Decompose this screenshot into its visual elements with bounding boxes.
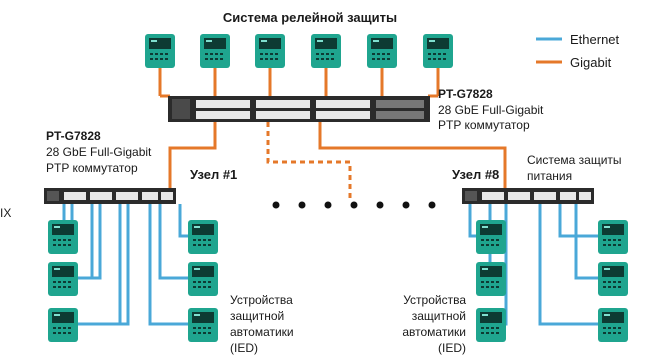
ied-node8-4 (598, 220, 628, 254)
ied-top-1 (145, 34, 175, 68)
svg-text:Устройства: Устройства (230, 293, 293, 307)
svg-text:PTP коммутатор: PTP коммутатор (46, 161, 138, 175)
ied-node1-6 (188, 308, 218, 342)
node8-label: Узел #8 (452, 167, 499, 182)
ied-node8-1 (476, 220, 506, 254)
node1-ieds (48, 220, 218, 342)
legend: Ethernet Gigabit (536, 32, 620, 70)
svg-text:защитной: защитной (412, 309, 466, 323)
node1-label: Узел #1 (190, 167, 237, 182)
svg-text:защитной: защитной (230, 309, 284, 323)
left-switch-label: PT-G7828 28 GbE Full-Gigabit PTP коммута… (46, 129, 152, 175)
svg-text:автоматики: автоматики (402, 325, 466, 339)
svg-text:(IED): (IED) (438, 341, 466, 355)
svg-text:Система защиты: Система защиты (527, 153, 622, 167)
svg-text:питания: питания (527, 169, 572, 183)
gigabit-uplinks (158, 68, 507, 198)
gigabit-legend-label: Gigabit (570, 55, 612, 70)
ied-top-2 (200, 34, 230, 68)
svg-text:28 GbE Full-Gigabit: 28 GbE Full-Gigabit (438, 103, 544, 117)
right-ied-label: Устройства защитной автоматики (IED) (402, 293, 466, 355)
ied-top-6 (423, 34, 453, 68)
ied-node8-5 (598, 262, 628, 296)
svg-text:PT-G7828: PT-G7828 (438, 87, 493, 101)
ied-node1-3 (48, 308, 78, 342)
ied-node8-3 (476, 308, 506, 342)
top-switch-label: PT-G7828 28 GbE Full-Gigabit PTP коммута… (438, 87, 544, 132)
svg-text:(IED): (IED) (230, 341, 258, 355)
svg-text:PT-G7828: PT-G7828 (46, 129, 101, 143)
ied-node1-5 (188, 262, 218, 296)
ethernet-legend-label: Ethernet (570, 32, 620, 47)
node8-switch (462, 188, 594, 204)
ethernet-links (62, 204, 600, 326)
ied-top-3 (255, 34, 285, 68)
ied-top-4 (311, 34, 341, 68)
relay-devices-top (145, 34, 453, 68)
ied-node1-2 (48, 262, 78, 296)
top-switch (168, 96, 430, 122)
svg-text:Система релейной защиты: Система релейной защиты (223, 10, 397, 25)
power-system-label: Система защиты питания (527, 153, 622, 183)
svg-text:автоматики: автоматики (230, 325, 294, 339)
ied-node1-4 (188, 220, 218, 254)
ied-top-5 (367, 34, 397, 68)
svg-text:PTP коммутатор: PTP коммутатор (438, 118, 530, 132)
left-ied-label: Устройства защитной автоматики (IED) (230, 293, 294, 355)
edge-text-fragment: IX (0, 206, 11, 220)
svg-text:28 GbE Full-Gigabit: 28 GbE Full-Gigabit (46, 145, 152, 159)
ellipsis-dots (272, 201, 436, 209)
title: Система релейной защиты (223, 10, 397, 25)
svg-text:Устройства: Устройства (403, 293, 466, 307)
node1-switch (44, 188, 176, 204)
ied-node8-6 (598, 308, 628, 342)
ied-node8-2 (476, 262, 506, 296)
ied-node1-1 (48, 220, 78, 254)
